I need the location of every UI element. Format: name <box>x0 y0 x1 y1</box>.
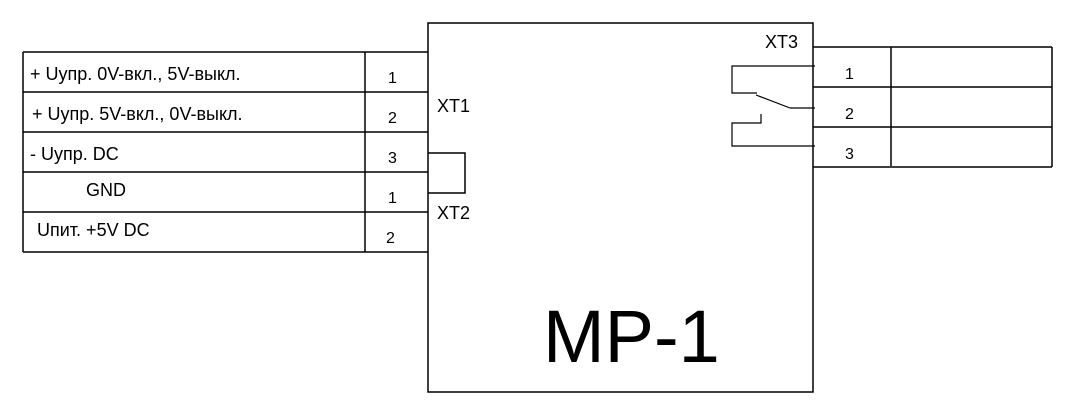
left-signal-2: + Uупр. 5V-вкл., 0V-выкл. <box>32 104 243 124</box>
left-signal-1: + Uупр. 0V-вкл., 5V-выкл. <box>30 64 241 84</box>
device-name: МР-1 <box>543 295 720 378</box>
jumper-wire <box>428 152 466 194</box>
right-pin-1: 1 <box>845 66 854 83</box>
left-pin-5: 2 <box>386 230 395 247</box>
xt1-label: XT1 <box>437 96 470 116</box>
relay-contact-symbol <box>731 65 815 147</box>
left-pin-2: 2 <box>388 110 397 127</box>
xt2-label: XT2 <box>437 203 470 223</box>
xt3-label: XT3 <box>765 32 798 52</box>
left-signal-4: GND <box>86 180 126 200</box>
left-pin-3: 3 <box>388 150 397 167</box>
left-table-grid <box>22 51 428 253</box>
right-table-grid <box>813 46 1053 168</box>
device-box <box>427 22 814 393</box>
left-pin-1: 1 <box>388 70 397 87</box>
right-pin-2: 2 <box>845 106 854 123</box>
left-pin-4: 1 <box>388 190 397 207</box>
right-pin-3: 3 <box>845 146 854 163</box>
left-signal-5: Uпит. +5V DC <box>37 220 150 240</box>
left-signal-3: - Uупр. DC <box>30 144 119 164</box>
